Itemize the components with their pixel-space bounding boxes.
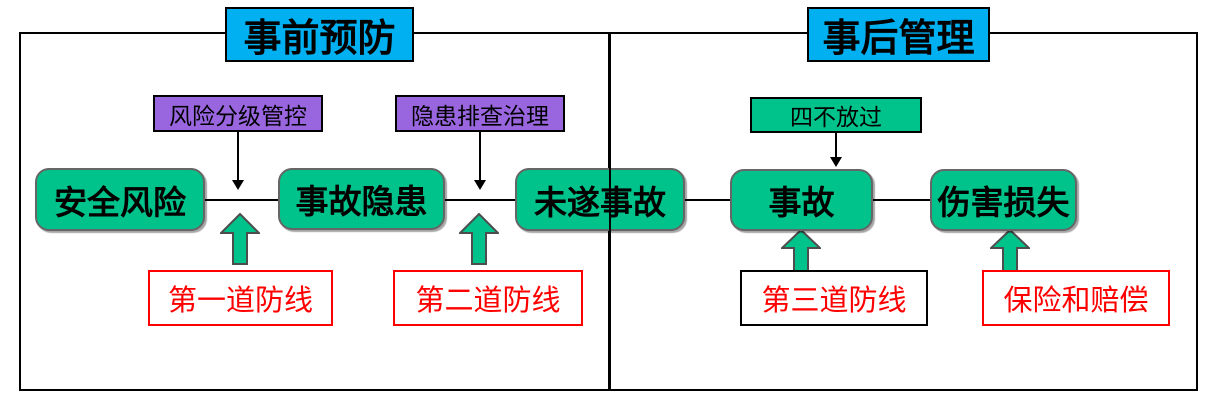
second-defense-label: 第二道防线 xyxy=(393,270,583,326)
four-nots-tag: 四不放过 xyxy=(750,97,922,133)
post-accident-section-frame xyxy=(610,32,1198,391)
node-accident-hazard: 事故隐患 xyxy=(278,168,445,230)
hazard-inspection-tag: 隐患排查治理 xyxy=(395,95,565,132)
risk-tag-arrowhead-icon xyxy=(232,180,244,190)
first-defense-label: 第一道防线 xyxy=(148,270,333,326)
section-divider-line xyxy=(609,32,611,391)
third-defense-label: 第三道防线 xyxy=(740,270,928,326)
second-defense-up-arrow-icon xyxy=(459,213,499,265)
hazard-tag-arrowhead-icon xyxy=(474,180,486,190)
insurance-up-arrow-icon xyxy=(990,229,1030,275)
four-nots-arrow-line xyxy=(835,133,837,159)
first-defense-up-arrow-icon xyxy=(220,213,260,265)
node-injury-loss: 伤害损失 xyxy=(930,169,1077,231)
hazard-tag-arrow-line xyxy=(479,132,481,182)
node-near-miss: 未遂事故 xyxy=(515,168,685,231)
risk-grading-control-tag: 风险分级管控 xyxy=(153,95,323,132)
pre-accident-header: 事前预防 xyxy=(225,7,414,62)
third-defense-up-arrow-icon xyxy=(781,229,821,275)
connector-hazard-to-nearmiss xyxy=(445,199,515,201)
connector-accident-to-loss xyxy=(873,199,930,201)
node-safety-risk: 安全风险 xyxy=(35,168,205,231)
node-accident: 事故 xyxy=(730,169,873,231)
risk-tag-arrow-line xyxy=(237,132,239,182)
insurance-compensation-label: 保险和赔偿 xyxy=(982,270,1170,326)
connector-nearmiss-to-accident xyxy=(685,199,730,201)
connector-risk-to-hazard xyxy=(205,199,278,201)
four-nots-arrowhead-icon xyxy=(830,157,842,167)
post-accident-header: 事后管理 xyxy=(807,7,990,62)
